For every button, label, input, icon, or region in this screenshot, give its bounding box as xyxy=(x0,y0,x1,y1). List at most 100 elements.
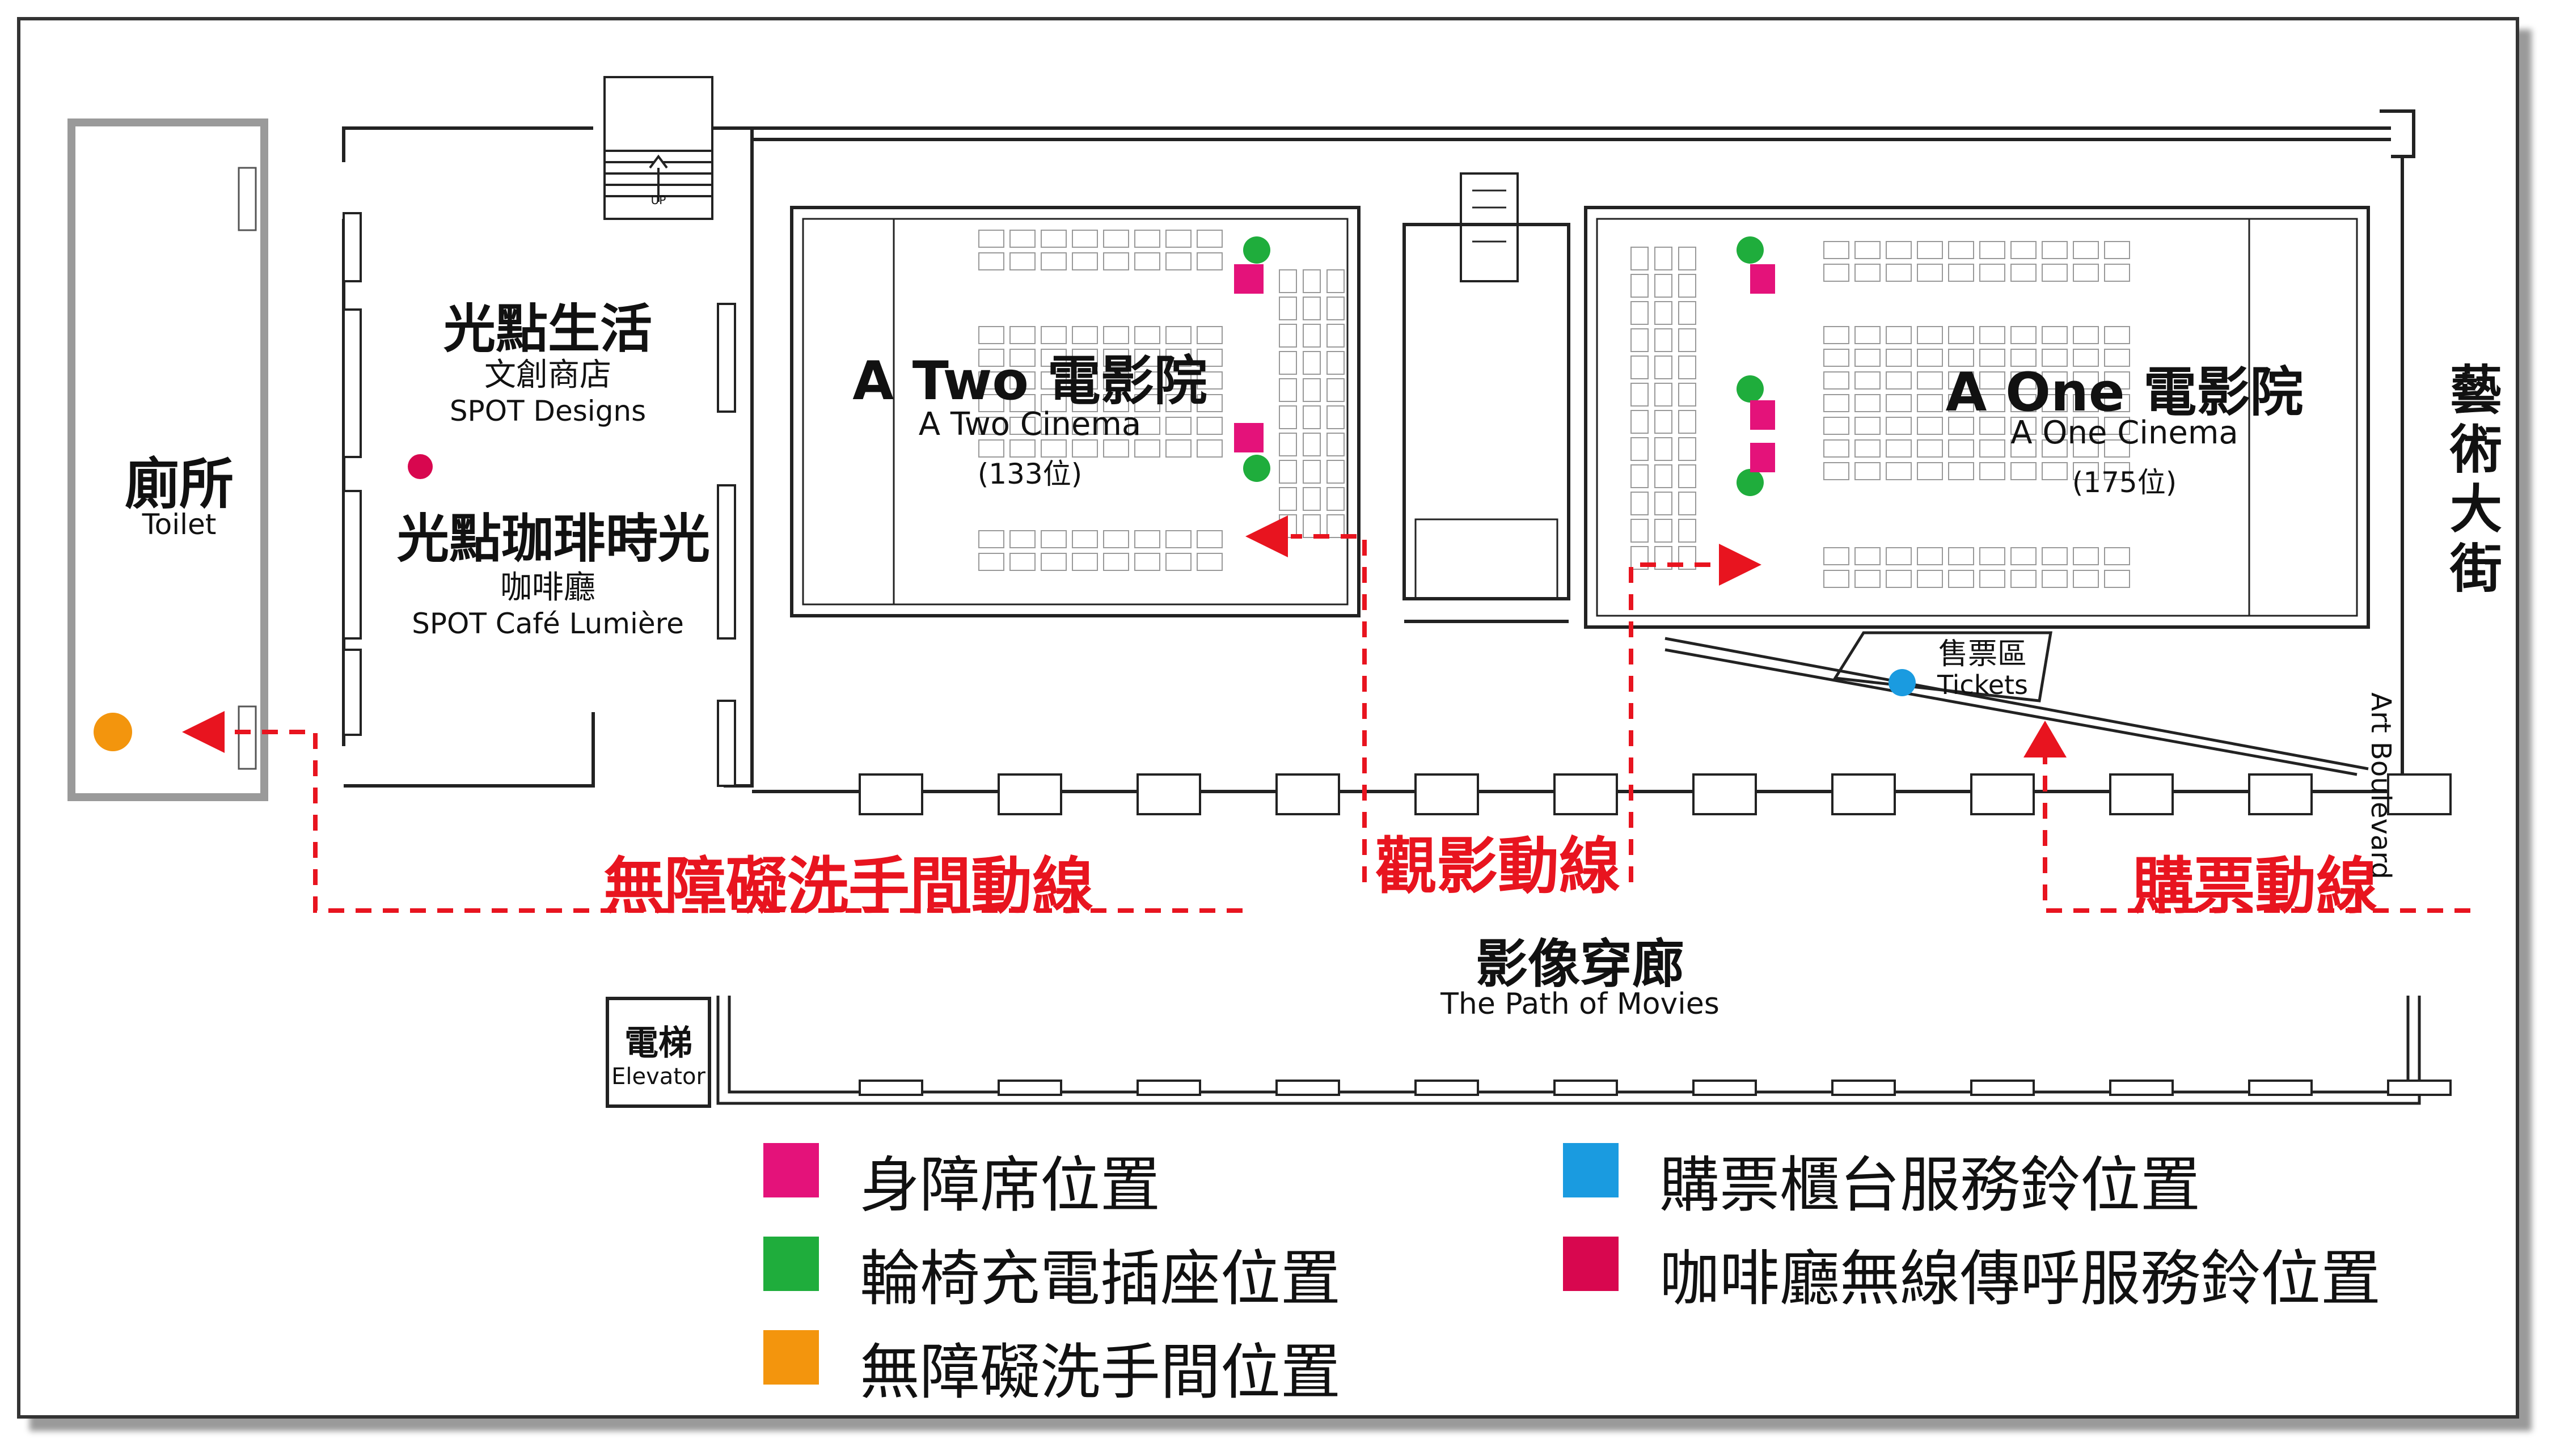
ticket-route-line xyxy=(2043,757,2470,913)
seat xyxy=(1886,547,1912,565)
seat xyxy=(1197,439,1223,458)
a-one-seats: (175位) xyxy=(2072,466,2177,499)
seat xyxy=(1009,252,1036,270)
ticket-booth xyxy=(1664,631,2369,776)
seat xyxy=(1279,460,1297,484)
seat xyxy=(2042,326,2068,344)
seat xyxy=(1165,553,1192,571)
seat xyxy=(1654,274,1672,298)
seat xyxy=(1948,371,1974,390)
toilet-room-wall xyxy=(67,118,268,801)
a-one-title: A One 電影院 xyxy=(1945,362,2304,424)
seat xyxy=(1326,269,1345,293)
seat xyxy=(2073,462,2099,480)
seat xyxy=(1948,417,1974,435)
window-bay xyxy=(2387,773,2452,815)
seat xyxy=(1009,230,1036,248)
seat xyxy=(2073,547,2099,565)
a-one-cinema-room xyxy=(1584,206,2370,629)
seat xyxy=(1886,462,1912,480)
window-bay xyxy=(998,773,1062,815)
seat xyxy=(1134,326,1160,344)
seat xyxy=(978,371,1004,390)
seat xyxy=(1823,462,1849,480)
cafe-sub-label: 咖啡廳 xyxy=(500,569,595,606)
seat xyxy=(1009,439,1036,458)
seat xyxy=(1823,326,1849,344)
seat xyxy=(1886,570,1912,588)
seat xyxy=(1072,230,1098,248)
seat xyxy=(1103,326,1129,344)
stairs-up-label: UP xyxy=(650,193,666,207)
seat xyxy=(1948,462,1974,480)
seat xyxy=(1823,349,1849,367)
seat xyxy=(1678,247,1696,270)
seat xyxy=(1948,439,1974,458)
seat xyxy=(1630,437,1649,461)
wheelchair-seat-marker xyxy=(1750,264,1775,294)
route-arrows xyxy=(182,515,2067,757)
seat xyxy=(1854,417,1881,435)
toilet-route-label: 無障礙洗手間動線 xyxy=(603,851,1093,922)
seat xyxy=(1630,464,1649,488)
seat xyxy=(1854,570,1881,588)
window-bay xyxy=(1275,773,1340,815)
seat xyxy=(1979,547,2005,565)
seat xyxy=(2042,241,2068,259)
seat xyxy=(1979,241,2005,259)
ticket-route-label: 購票動線 xyxy=(2132,851,2377,922)
a-two-seats: (133位) xyxy=(977,458,1083,490)
seat xyxy=(1041,530,1067,548)
seat xyxy=(1303,378,1321,402)
seat xyxy=(1197,530,1223,548)
seat xyxy=(2104,326,2130,344)
seat xyxy=(1630,410,1649,434)
seat xyxy=(2010,349,2037,367)
seat xyxy=(1678,519,1696,543)
seat xyxy=(1823,417,1849,435)
seat xyxy=(1678,464,1696,488)
seat xyxy=(2104,462,2130,480)
seat xyxy=(2104,570,2130,588)
seat xyxy=(1630,519,1649,543)
seat xyxy=(1197,326,1223,344)
viewing-route-line-right xyxy=(1629,562,1716,882)
seat xyxy=(1103,394,1129,412)
seat xyxy=(1165,349,1192,367)
seat xyxy=(1654,410,1672,434)
toilet-door xyxy=(238,167,257,231)
seat xyxy=(2073,264,2099,282)
seat xyxy=(2010,326,2037,344)
seat xyxy=(1678,355,1696,379)
seat xyxy=(1326,324,1345,348)
seat xyxy=(1041,230,1067,248)
seat xyxy=(1041,371,1067,390)
seat xyxy=(1630,355,1649,379)
accessibility-markers xyxy=(94,236,1916,751)
seat xyxy=(1041,349,1067,367)
toilet-route-line xyxy=(233,730,1243,913)
seat xyxy=(1854,462,1881,480)
seat xyxy=(1917,326,1943,344)
seat xyxy=(1886,394,1912,412)
map-frame: 廁所 Toilet 光點生活 文創商店 SPOT Designs 光點珈琲時光 … xyxy=(17,17,2519,1419)
seat xyxy=(2042,394,2068,412)
seat xyxy=(1103,417,1129,435)
seat xyxy=(1886,241,1912,259)
seat xyxy=(1854,439,1881,458)
elevator-label: 電梯 xyxy=(624,1023,692,1063)
seat xyxy=(1948,570,1974,588)
seat xyxy=(1678,301,1696,325)
window-bay xyxy=(1831,1080,1896,1096)
seat xyxy=(1886,371,1912,390)
seat xyxy=(2073,439,2099,458)
seat xyxy=(1303,269,1321,293)
seat xyxy=(1197,230,1223,248)
window-bay xyxy=(1692,1080,1757,1096)
seat xyxy=(1654,355,1672,379)
street-label: 藝術大街 xyxy=(2449,360,2502,599)
legend-swatch-accessible-toilet xyxy=(763,1330,819,1385)
seat xyxy=(1303,351,1321,375)
seat xyxy=(1165,417,1192,435)
legend-label-cafe-pager: 咖啡廳無線傳呼服務鈴位置 xyxy=(1659,1244,2381,1314)
